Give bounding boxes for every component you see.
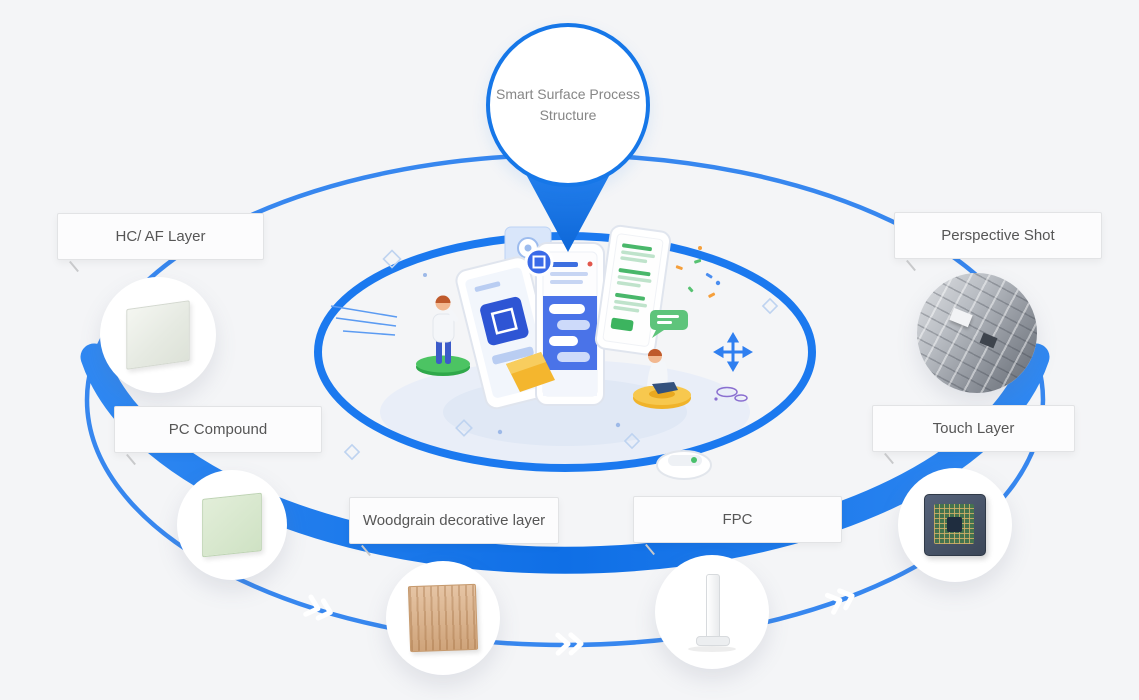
fpc-base-shape	[696, 636, 730, 646]
circuit-component-shape	[979, 332, 998, 349]
fpc-shadow-shape	[688, 646, 736, 652]
node-woodgrain-decorative-layer	[386, 561, 500, 675]
label-touch-layer: Touch Layer	[872, 405, 1075, 465]
node-pc-compound	[177, 470, 287, 580]
label-text: PC Compound	[168, 421, 268, 438]
label-perspective-shot: Perspective Shot	[894, 212, 1102, 272]
label-text: Perspective Shot	[941, 227, 1055, 244]
woodgrain-photo	[407, 583, 479, 653]
phone-middle-icon	[524, 242, 605, 406]
node-perspective-shot	[917, 273, 1037, 393]
page-title: Smart Surface Process Structure	[496, 86, 640, 123]
phone-right-icon	[594, 224, 672, 356]
move-crosshair-icon	[713, 332, 753, 372]
flow-band	[80, 343, 1050, 574]
label-pc-compound: PC Compound	[114, 406, 322, 466]
label-text: Woodgrain decorative layer	[362, 512, 546, 529]
fpc-photo	[677, 570, 747, 654]
label-woodgrain-decorative-layer: Woodgrain decorative layer	[349, 497, 559, 557]
label-text: Touch Layer	[932, 420, 1015, 437]
fpc-panel-shape	[706, 574, 720, 640]
pc-compound-photo	[202, 492, 262, 558]
label-text: FPC	[722, 511, 753, 528]
flow-arrow-3-icon	[824, 588, 855, 615]
node-fpc	[655, 555, 769, 669]
label-hc-af-layer: HC/ AF Layer	[57, 213, 264, 273]
confetti-decor	[675, 246, 721, 298]
chat-bubble-icon	[650, 310, 688, 338]
title-badge: Smart Surface Process Structure	[486, 23, 650, 187]
smart-device-icon	[656, 450, 712, 480]
doodle-circles	[714, 386, 748, 402]
standing-person-icon	[416, 295, 470, 376]
diamond-decor	[343, 249, 779, 461]
center-illustration	[314, 224, 816, 480]
label-fpc: FPC	[633, 496, 842, 556]
node-hc-af-layer	[100, 277, 216, 393]
hc-af-layer-photo	[126, 300, 190, 370]
sitting-person-icon	[633, 349, 691, 409]
node-touch-layer	[898, 468, 1012, 582]
speed-lines	[330, 305, 398, 336]
chip-core-shape	[947, 517, 962, 532]
perspective-shot-photo	[917, 273, 1037, 393]
dot-decor	[423, 273, 621, 435]
touch-layer-photo	[924, 494, 986, 556]
folder-icon	[506, 352, 555, 392]
label-text: HC/ AF Layer	[115, 228, 206, 245]
flow-arrow-1-icon	[303, 594, 333, 621]
flow-arrow-2-icon	[555, 632, 584, 656]
circuit-component-shape	[949, 307, 973, 328]
